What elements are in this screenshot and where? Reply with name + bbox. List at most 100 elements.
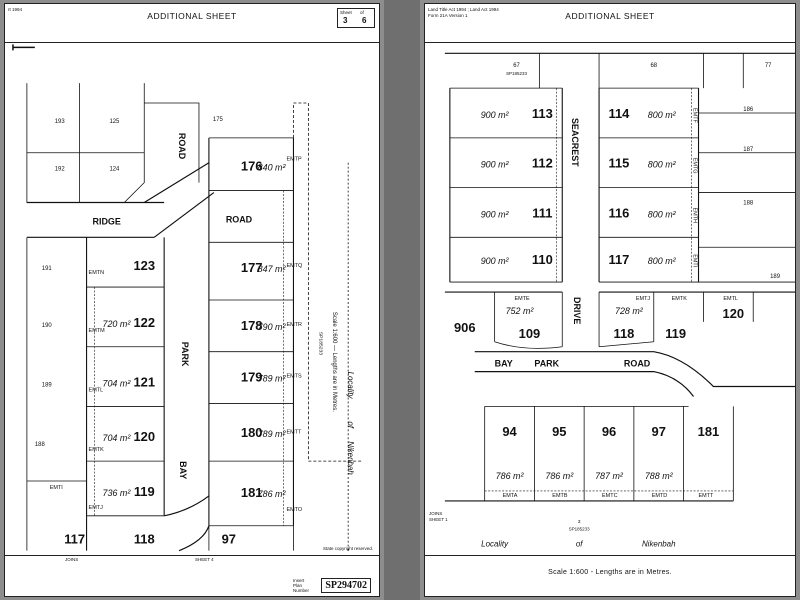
sp-reference: SP185233	[317, 332, 323, 355]
lot-3-label: 3	[578, 519, 581, 525]
parcel-number: 67	[513, 63, 520, 69]
left-additional-sheet: rt 1994 ADDITIONAL SHEET Sheet of 3 6	[4, 3, 380, 597]
parcel-number: 68	[650, 63, 657, 69]
act-line: Land Title Act 1994 ; Land Act 1994 Form…	[428, 7, 499, 18]
easement-label: EMTE	[515, 296, 531, 302]
lot-dividers	[208, 137, 294, 527]
parcel-boundary	[144, 102, 200, 183]
lot-label: 122	[133, 315, 155, 330]
parcel-number: 190	[42, 323, 53, 329]
lot-label: 179	[241, 370, 263, 385]
lot-area: 787 m²	[595, 471, 624, 481]
lot-area: 800 m²	[648, 256, 677, 266]
easement-label: EMTL	[723, 296, 738, 302]
easement-label: EMTP	[286, 157, 302, 163]
lot-area: 800 m²	[648, 160, 677, 170]
sheet-header: Land Title Act 1994 ; Land Act 1994 Form…	[425, 4, 795, 43]
easement-label: EMTH	[692, 207, 698, 223]
joins-label: JOINS	[65, 557, 79, 562]
parcel-number: 189	[770, 274, 781, 280]
sheet-label: Sheet	[340, 10, 352, 15]
easement-label: EMTJ	[89, 505, 104, 511]
easement-label: EMTK	[672, 296, 688, 302]
bay-park-road-curve	[164, 495, 210, 552]
road-name: BAY	[495, 359, 513, 369]
north-arrow-icon	[12, 44, 35, 51]
lot-label: 906	[454, 320, 476, 335]
lot-column-boundary	[86, 237, 165, 551]
lot-label: 94	[502, 424, 517, 439]
sheet-1-label: SHEET 1	[429, 517, 448, 522]
lot-area: 790 m²	[258, 322, 287, 332]
lot-label: 178	[241, 318, 263, 333]
locality-of: of	[346, 421, 355, 428]
sheet-footer: State copyright reserved. JOINS SHEET 4 …	[5, 546, 379, 596]
right-additional-sheet: Land Title Act 1994 ; Land Act 1994 Form…	[424, 3, 796, 597]
lot-label: 113	[532, 106, 553, 121]
lot-area: 736 m²	[102, 488, 131, 498]
easement-label: EMTA	[503, 493, 518, 499]
easement-label: EMTN	[89, 270, 105, 276]
joins-label: JOINS	[429, 511, 443, 516]
road-name: RIDGE	[93, 216, 121, 226]
parcel-number: 124	[109, 167, 120, 173]
parcel-boundary	[538, 53, 744, 89]
lot-label: 111	[532, 205, 552, 220]
parcel-number: 189	[42, 383, 53, 389]
parcel-number: 186	[743, 107, 754, 113]
sheet-total: 6	[362, 16, 367, 25]
lot-area: 704 m²	[102, 379, 131, 389]
lot-area: 847 m²	[258, 264, 287, 274]
lot-label: 114	[609, 106, 631, 121]
locality-label: Locality	[481, 540, 509, 549]
locality-label: Locality	[346, 372, 355, 400]
easement-label: EMTF	[692, 108, 698, 124]
lot-label: 121	[133, 375, 155, 390]
road-name: SEACREST	[570, 118, 580, 167]
lot-area: 728 m²	[615, 306, 644, 316]
bay-park-road-line	[474, 351, 795, 388]
lot-label: 118	[613, 326, 634, 341]
road-name: ROAD	[226, 214, 253, 224]
easement-label: EMTO	[286, 507, 302, 513]
lot-dividers	[494, 292, 754, 347]
lot-label: 176	[241, 159, 263, 174]
sheet-no: 3	[343, 16, 348, 25]
parcel-number: 192	[55, 167, 66, 173]
parcel-number: 125	[109, 119, 120, 125]
easement-label: EMTM	[89, 328, 106, 334]
lot-label: 97	[652, 424, 666, 439]
lot-area: 704 m²	[102, 433, 131, 443]
easement-strips	[94, 190, 284, 526]
lot-label: 115	[609, 156, 630, 171]
lot-label: 180	[241, 425, 263, 440]
easement-label: EMTI	[50, 485, 64, 491]
parcel-boundary	[208, 525, 294, 551]
easement-label: EMTS	[286, 374, 302, 380]
lot-label: 123	[133, 258, 155, 273]
lot-label: 177	[241, 260, 263, 275]
easement-label: EMTG	[692, 158, 698, 174]
lot-label: 117	[609, 252, 630, 267]
act-line: rt 1994	[8, 7, 23, 12]
lot-area: 789 m²	[258, 374, 287, 384]
lot-area: 786 m²	[496, 471, 525, 481]
boundary-dashed	[293, 102, 364, 462]
lot-label: 120	[723, 306, 745, 321]
sp-reference: SP185233	[569, 527, 590, 532]
lot-area: 900 m²	[481, 160, 510, 170]
easement-strips	[555, 88, 692, 283]
lot-label: 119	[134, 484, 155, 499]
parcel-number: 191	[42, 266, 53, 272]
easement-label: EMTD	[652, 493, 668, 499]
lot-label: 119	[665, 326, 686, 341]
parcel-number: 193	[55, 119, 66, 125]
lot-area: 720 m²	[102, 319, 131, 329]
parcel-boundary	[698, 112, 795, 283]
bay-park-road-line	[474, 371, 695, 397]
sheet-number-box: Sheet of 3 6	[337, 8, 375, 28]
easement-label: EMTB	[552, 493, 568, 499]
lot-dividers	[449, 87, 563, 283]
road-name: ROAD	[624, 359, 651, 369]
lot-dividers	[599, 87, 699, 283]
